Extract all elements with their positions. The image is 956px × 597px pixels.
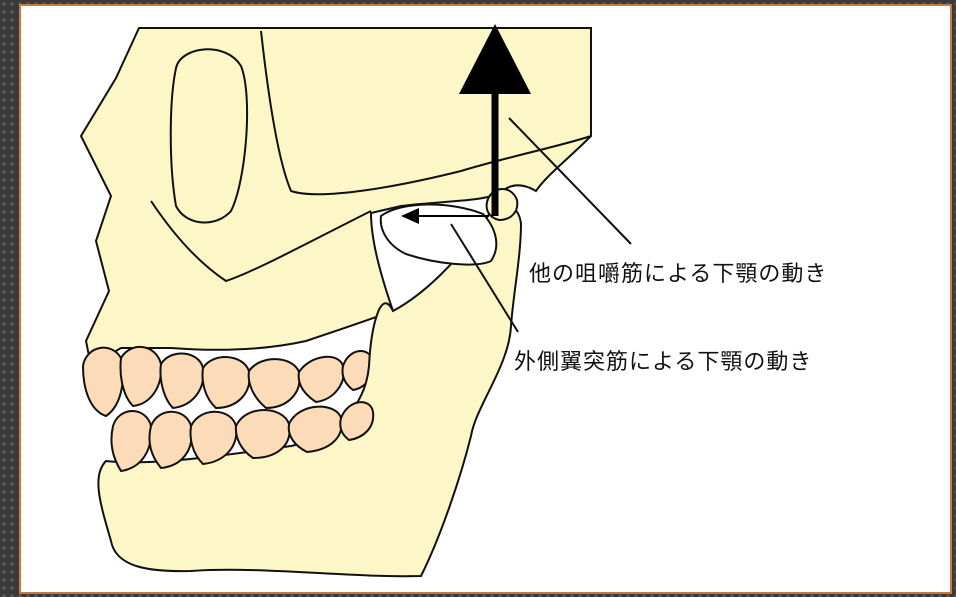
figure-frame: 他の咀嚼筋による下顎の動き 外側翼突筋による下顎の動き — [19, 4, 952, 594]
label-lateral-pterygoid: 外側翼突筋による下顎の動き — [514, 344, 812, 376]
label-other-masticatory-muscles: 他の咀嚼筋による下顎の動き — [529, 256, 827, 288]
upper-teeth — [83, 347, 373, 416]
skull-jaw-illustration — [21, 6, 950, 592]
joint-socket — [381, 204, 497, 264]
condyle — [487, 189, 518, 220]
